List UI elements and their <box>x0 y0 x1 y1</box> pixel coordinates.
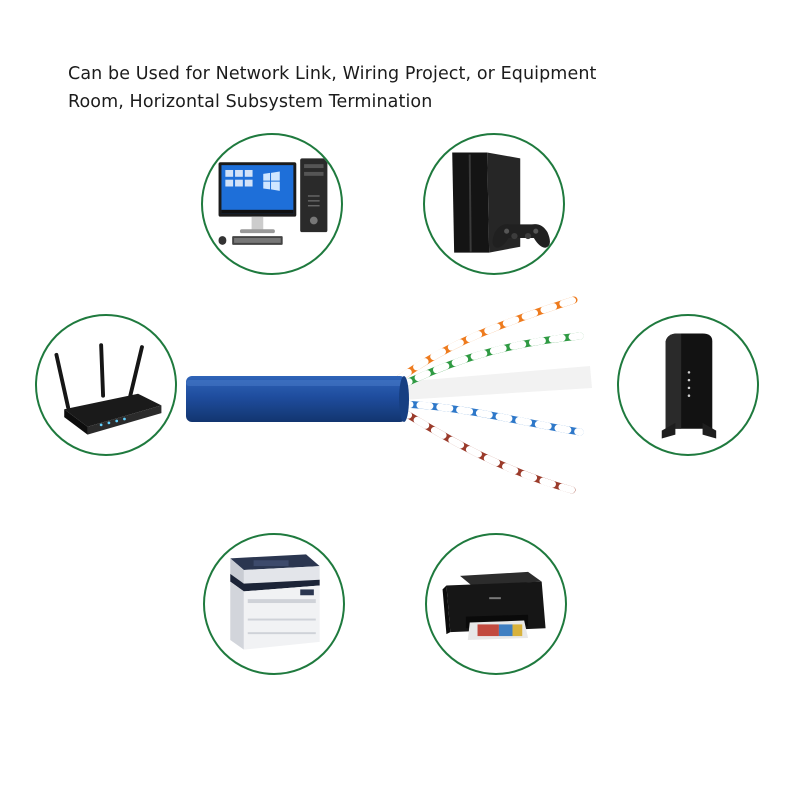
modem-bubble <box>617 314 759 456</box>
headline-line-1: Can be Used for Network Link, Wiring Pro… <box>68 64 597 84</box>
laser-printer-bubble <box>203 533 345 675</box>
desktop-computer-icon <box>218 158 328 245</box>
desktop-computer-bubble <box>201 133 343 275</box>
game-console-bubble <box>423 133 565 275</box>
wifi-router-bubble <box>35 314 177 456</box>
game-console-icon <box>452 152 550 253</box>
inkjet-printer-bubble <box>425 533 567 675</box>
inkjet-printer-icon <box>442 571 546 640</box>
modem-icon <box>661 333 717 439</box>
headline: Can be Used for Network Link, Wiring Pro… <box>68 60 708 116</box>
router-icon <box>54 343 162 435</box>
laser-printer-icon <box>230 554 320 650</box>
ethernet-cable-icon <box>186 296 592 494</box>
headline-line-2: Room, Horizontal Subsystem Termination <box>68 92 433 112</box>
